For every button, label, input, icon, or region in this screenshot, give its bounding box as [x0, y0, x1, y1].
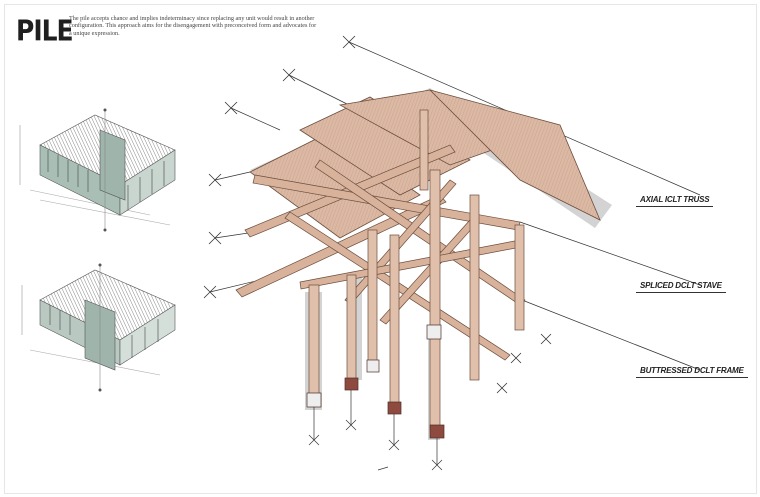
footing	[306, 392, 322, 408]
thumbnail-axon-bottom	[21, 263, 176, 392]
column	[346, 274, 357, 381]
roof-panel	[249, 131, 421, 239]
footing	[426, 324, 442, 340]
callout-axial-iclt-truss: AXIAL ICLT TRUSS	[636, 195, 714, 207]
main-structure	[203, 35, 701, 471]
column	[429, 169, 441, 431]
footing	[366, 359, 380, 373]
drawing-sheet	[4, 4, 757, 494]
footing	[344, 377, 359, 391]
column	[367, 229, 378, 371]
footing	[429, 424, 445, 439]
column	[469, 194, 480, 381]
page-title: PILE	[16, 14, 74, 48]
callout-buttressed-dclt-frame: BUTTRESSED DCLT FRAME	[636, 366, 748, 378]
column	[389, 234, 400, 411]
roof-panel	[428, 89, 601, 221]
project-description: The pile accepts chance and implies inde…	[69, 15, 317, 37]
footing	[387, 401, 402, 415]
column	[514, 224, 525, 331]
column	[308, 284, 320, 406]
thumbnail-axon-top	[19, 108, 176, 232]
callout-spliced-dclt-stave: SPLICED DCLT STAVE	[636, 281, 726, 293]
